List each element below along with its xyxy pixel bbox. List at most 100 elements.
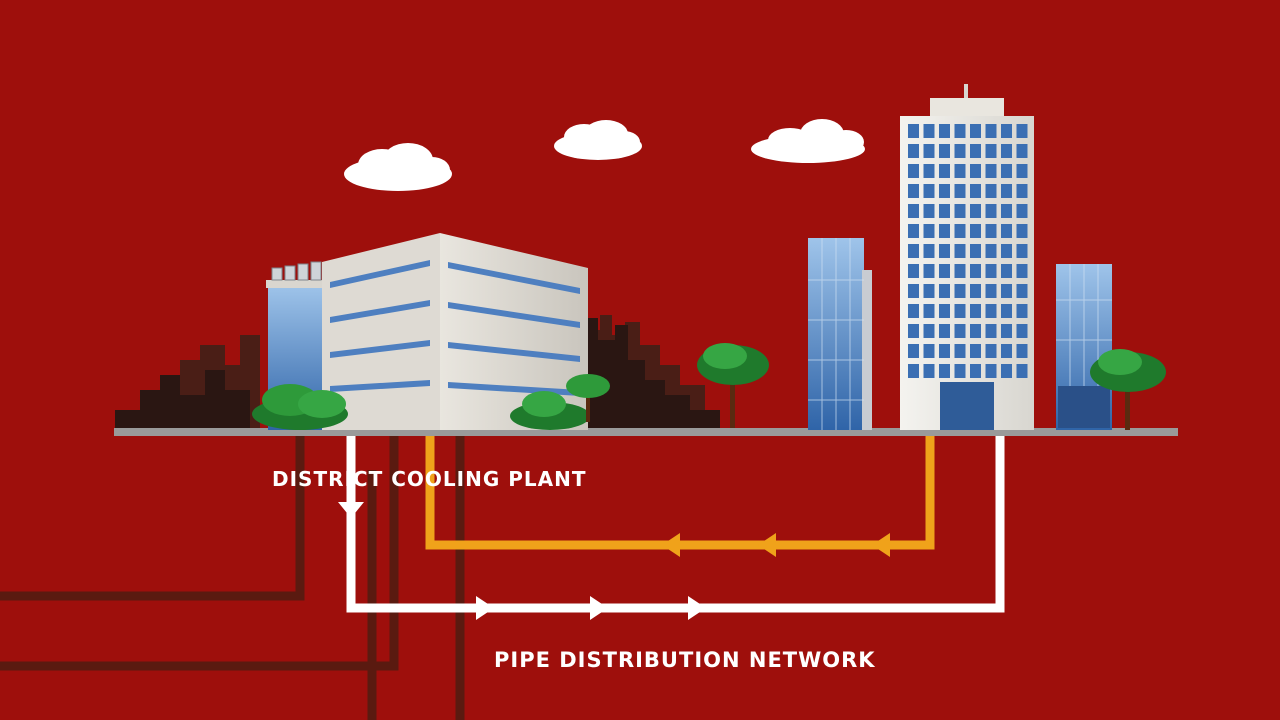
tower-window <box>1016 304 1028 318</box>
tower-window <box>970 224 981 238</box>
tower-window <box>908 324 919 338</box>
tower-window <box>908 144 919 158</box>
tower-window <box>1016 364 1028 378</box>
tower-window <box>939 144 950 158</box>
cloud-icon <box>751 119 865 163</box>
plant-label: DISTRICT COOLING PLANT <box>272 467 587 491</box>
cloud-icon <box>344 143 452 191</box>
office-tower-building <box>900 84 1034 430</box>
tower-window <box>1001 284 1012 298</box>
tower-window <box>985 264 997 278</box>
tower-window <box>908 224 919 238</box>
tower-window <box>985 284 997 298</box>
tower-window <box>1001 124 1012 138</box>
tower-window <box>1016 284 1028 298</box>
tower-window <box>985 244 997 258</box>
tower-window <box>954 184 966 198</box>
tree-icon <box>510 391 590 430</box>
tower-window <box>1001 264 1012 278</box>
tower-window <box>985 144 997 158</box>
tower-window <box>923 324 935 338</box>
tower-window <box>923 304 935 318</box>
tower-window <box>939 364 950 378</box>
tower-window <box>923 204 935 218</box>
tower-window <box>970 204 981 218</box>
tower-window <box>923 244 935 258</box>
tower-window <box>923 284 935 298</box>
tower-window <box>985 364 997 378</box>
tower-window <box>970 324 981 338</box>
tower-window <box>970 304 981 318</box>
cloud-icon <box>554 120 642 160</box>
arrow-icon <box>662 533 890 557</box>
tower-window <box>939 344 950 358</box>
tower-window <box>939 164 950 178</box>
tree-icon <box>697 343 769 428</box>
tower-window <box>1001 184 1012 198</box>
tower-window <box>939 204 950 218</box>
tower-window <box>908 264 919 278</box>
tree-icon <box>1090 349 1166 430</box>
tower-window <box>970 264 981 278</box>
tower-window <box>1016 264 1028 278</box>
tower-window <box>908 204 919 218</box>
tower-window <box>970 244 981 258</box>
tower-window <box>970 164 981 178</box>
tower-window <box>1016 224 1028 238</box>
tower-window <box>939 244 950 258</box>
tower-window <box>1001 244 1012 258</box>
tower-window <box>1016 244 1028 258</box>
tree-icon <box>252 384 348 430</box>
tower-window <box>1016 144 1028 158</box>
tower-window <box>985 204 997 218</box>
tower-window <box>923 344 935 358</box>
tower-window <box>1001 144 1012 158</box>
tower-window <box>923 364 935 378</box>
tower-window <box>954 204 966 218</box>
tower-window <box>954 344 966 358</box>
tower-window <box>939 124 950 138</box>
tower-window <box>939 224 950 238</box>
tower-window <box>954 324 966 338</box>
tower-window <box>970 124 981 138</box>
tower-window <box>1016 324 1028 338</box>
tower-window <box>923 264 935 278</box>
tower-window <box>908 344 919 358</box>
tower-window <box>1001 204 1012 218</box>
tower-window <box>1016 184 1028 198</box>
arrow-icon <box>338 502 706 620</box>
tower-window <box>954 164 966 178</box>
tower-window <box>985 184 997 198</box>
tower-window <box>939 324 950 338</box>
tree-icon <box>566 374 610 422</box>
tower-window <box>970 344 981 358</box>
tower-window <box>954 224 966 238</box>
small-glass-building <box>1056 264 1112 430</box>
tower-window <box>1001 304 1012 318</box>
tower-window <box>1001 224 1012 238</box>
glass-tower-building <box>808 238 872 430</box>
tower-window <box>939 184 950 198</box>
tower-window <box>985 344 997 358</box>
tower-window <box>923 224 935 238</box>
tower-window <box>908 284 919 298</box>
ground-line <box>114 428 1178 436</box>
tower-window <box>954 124 966 138</box>
tower-window <box>970 284 981 298</box>
tower-window <box>908 244 919 258</box>
tower-window <box>985 324 997 338</box>
tower-window <box>1001 164 1012 178</box>
cooling-plant-building <box>266 233 588 430</box>
tower-window <box>908 184 919 198</box>
tower-window <box>985 304 997 318</box>
tower-window <box>1016 344 1028 358</box>
network-label: PIPE DISTRIBUTION NETWORK <box>494 648 876 672</box>
tower-window <box>923 124 935 138</box>
background-pipes <box>0 432 465 720</box>
tower-window <box>970 144 981 158</box>
tower-window <box>923 164 935 178</box>
tower-window <box>954 304 966 318</box>
tower-window <box>985 124 997 138</box>
tower-window <box>939 264 950 278</box>
